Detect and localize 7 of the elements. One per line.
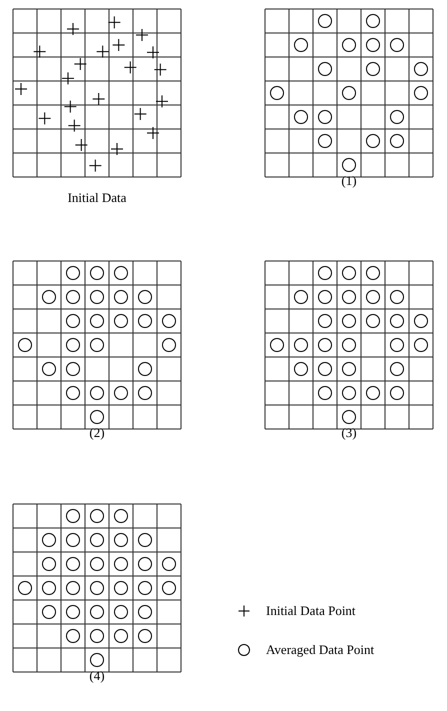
panel-caption: (4) [89, 668, 105, 683]
panel-caption: Initial Data [68, 190, 126, 205]
legend-label: Initial Data Point [266, 603, 356, 618]
panel-caption: (3) [341, 425, 357, 440]
panel-caption: (1) [341, 173, 357, 188]
legend-label: Averaged Data Point [266, 642, 374, 657]
panel-caption: (2) [89, 425, 105, 440]
